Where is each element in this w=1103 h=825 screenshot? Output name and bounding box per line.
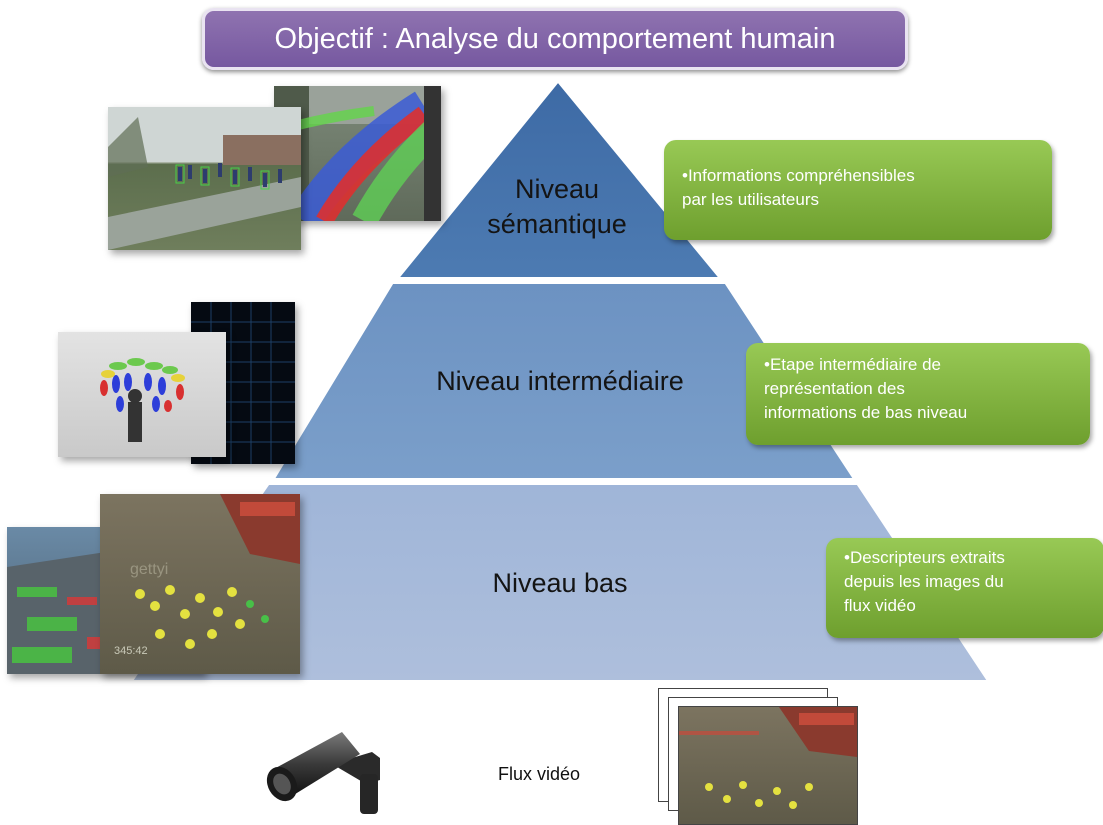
photo-person-flow-vectors bbox=[58, 332, 226, 457]
note-low-line3: flux vidéo bbox=[844, 596, 916, 615]
video-frame-front bbox=[678, 706, 858, 825]
note-low: •Descripteurs extraits depuis les images… bbox=[826, 538, 1103, 638]
photo-campus-people bbox=[108, 107, 301, 250]
photo-watermark: gettyi bbox=[130, 561, 168, 578]
level-low-label: Niveau bas bbox=[440, 566, 680, 601]
pyramid-tier-top bbox=[391, 76, 727, 281]
objective-title: Objectif : Analyse du comportement humai… bbox=[202, 8, 908, 70]
note-intermediate: •Etape intermédiaire de représentation d… bbox=[746, 343, 1090, 445]
note-intermediate-line3: informations de bas niveau bbox=[764, 403, 968, 422]
note-semantic-line1: •Informations compréhensibles bbox=[682, 166, 915, 185]
level-semantic-label: Niveau sémantique bbox=[450, 172, 664, 242]
surveillance-camera-icon bbox=[266, 732, 380, 814]
level-intermediate-label: Niveau intermédiaire bbox=[380, 364, 740, 399]
video-frame-front-art bbox=[679, 707, 857, 809]
level-semantic-line1: Niveau bbox=[514, 174, 600, 204]
note-intermediate-line1: •Etape intermédiaire de bbox=[764, 355, 941, 374]
video-frames-stack bbox=[658, 688, 858, 825]
photo-crowd-tracking-art: 345:42 gettyi bbox=[114, 494, 300, 657]
note-semantic: •Informations compréhensibles par les ut… bbox=[664, 140, 1052, 240]
photo-crowd-tracking: 345:42 gettyi bbox=[100, 494, 300, 674]
level-low-text: Niveau bas bbox=[492, 568, 628, 598]
level-intermediate-text: Niveau intermédiaire bbox=[436, 366, 684, 396]
note-low-line1: •Descripteurs extraits bbox=[844, 548, 1005, 567]
note-low-line2: depuis les images du bbox=[844, 572, 1004, 591]
note-semantic-line2: par les utilisateurs bbox=[682, 190, 820, 209]
video-stream-label: Flux vidéo bbox=[498, 764, 581, 784]
pyramid-tier-middle bbox=[268, 280, 860, 482]
photo-campus-people-art bbox=[108, 107, 301, 250]
note-intermediate-line2: représentation des bbox=[764, 379, 905, 398]
photo-person-flow-vectors-art bbox=[100, 358, 185, 442]
level-semantic-line2: sémantique bbox=[487, 209, 627, 239]
photo-timestamp: 345:42 bbox=[114, 645, 148, 657]
objective-title-text: Objectif : Analyse du comportement humai… bbox=[274, 22, 836, 55]
